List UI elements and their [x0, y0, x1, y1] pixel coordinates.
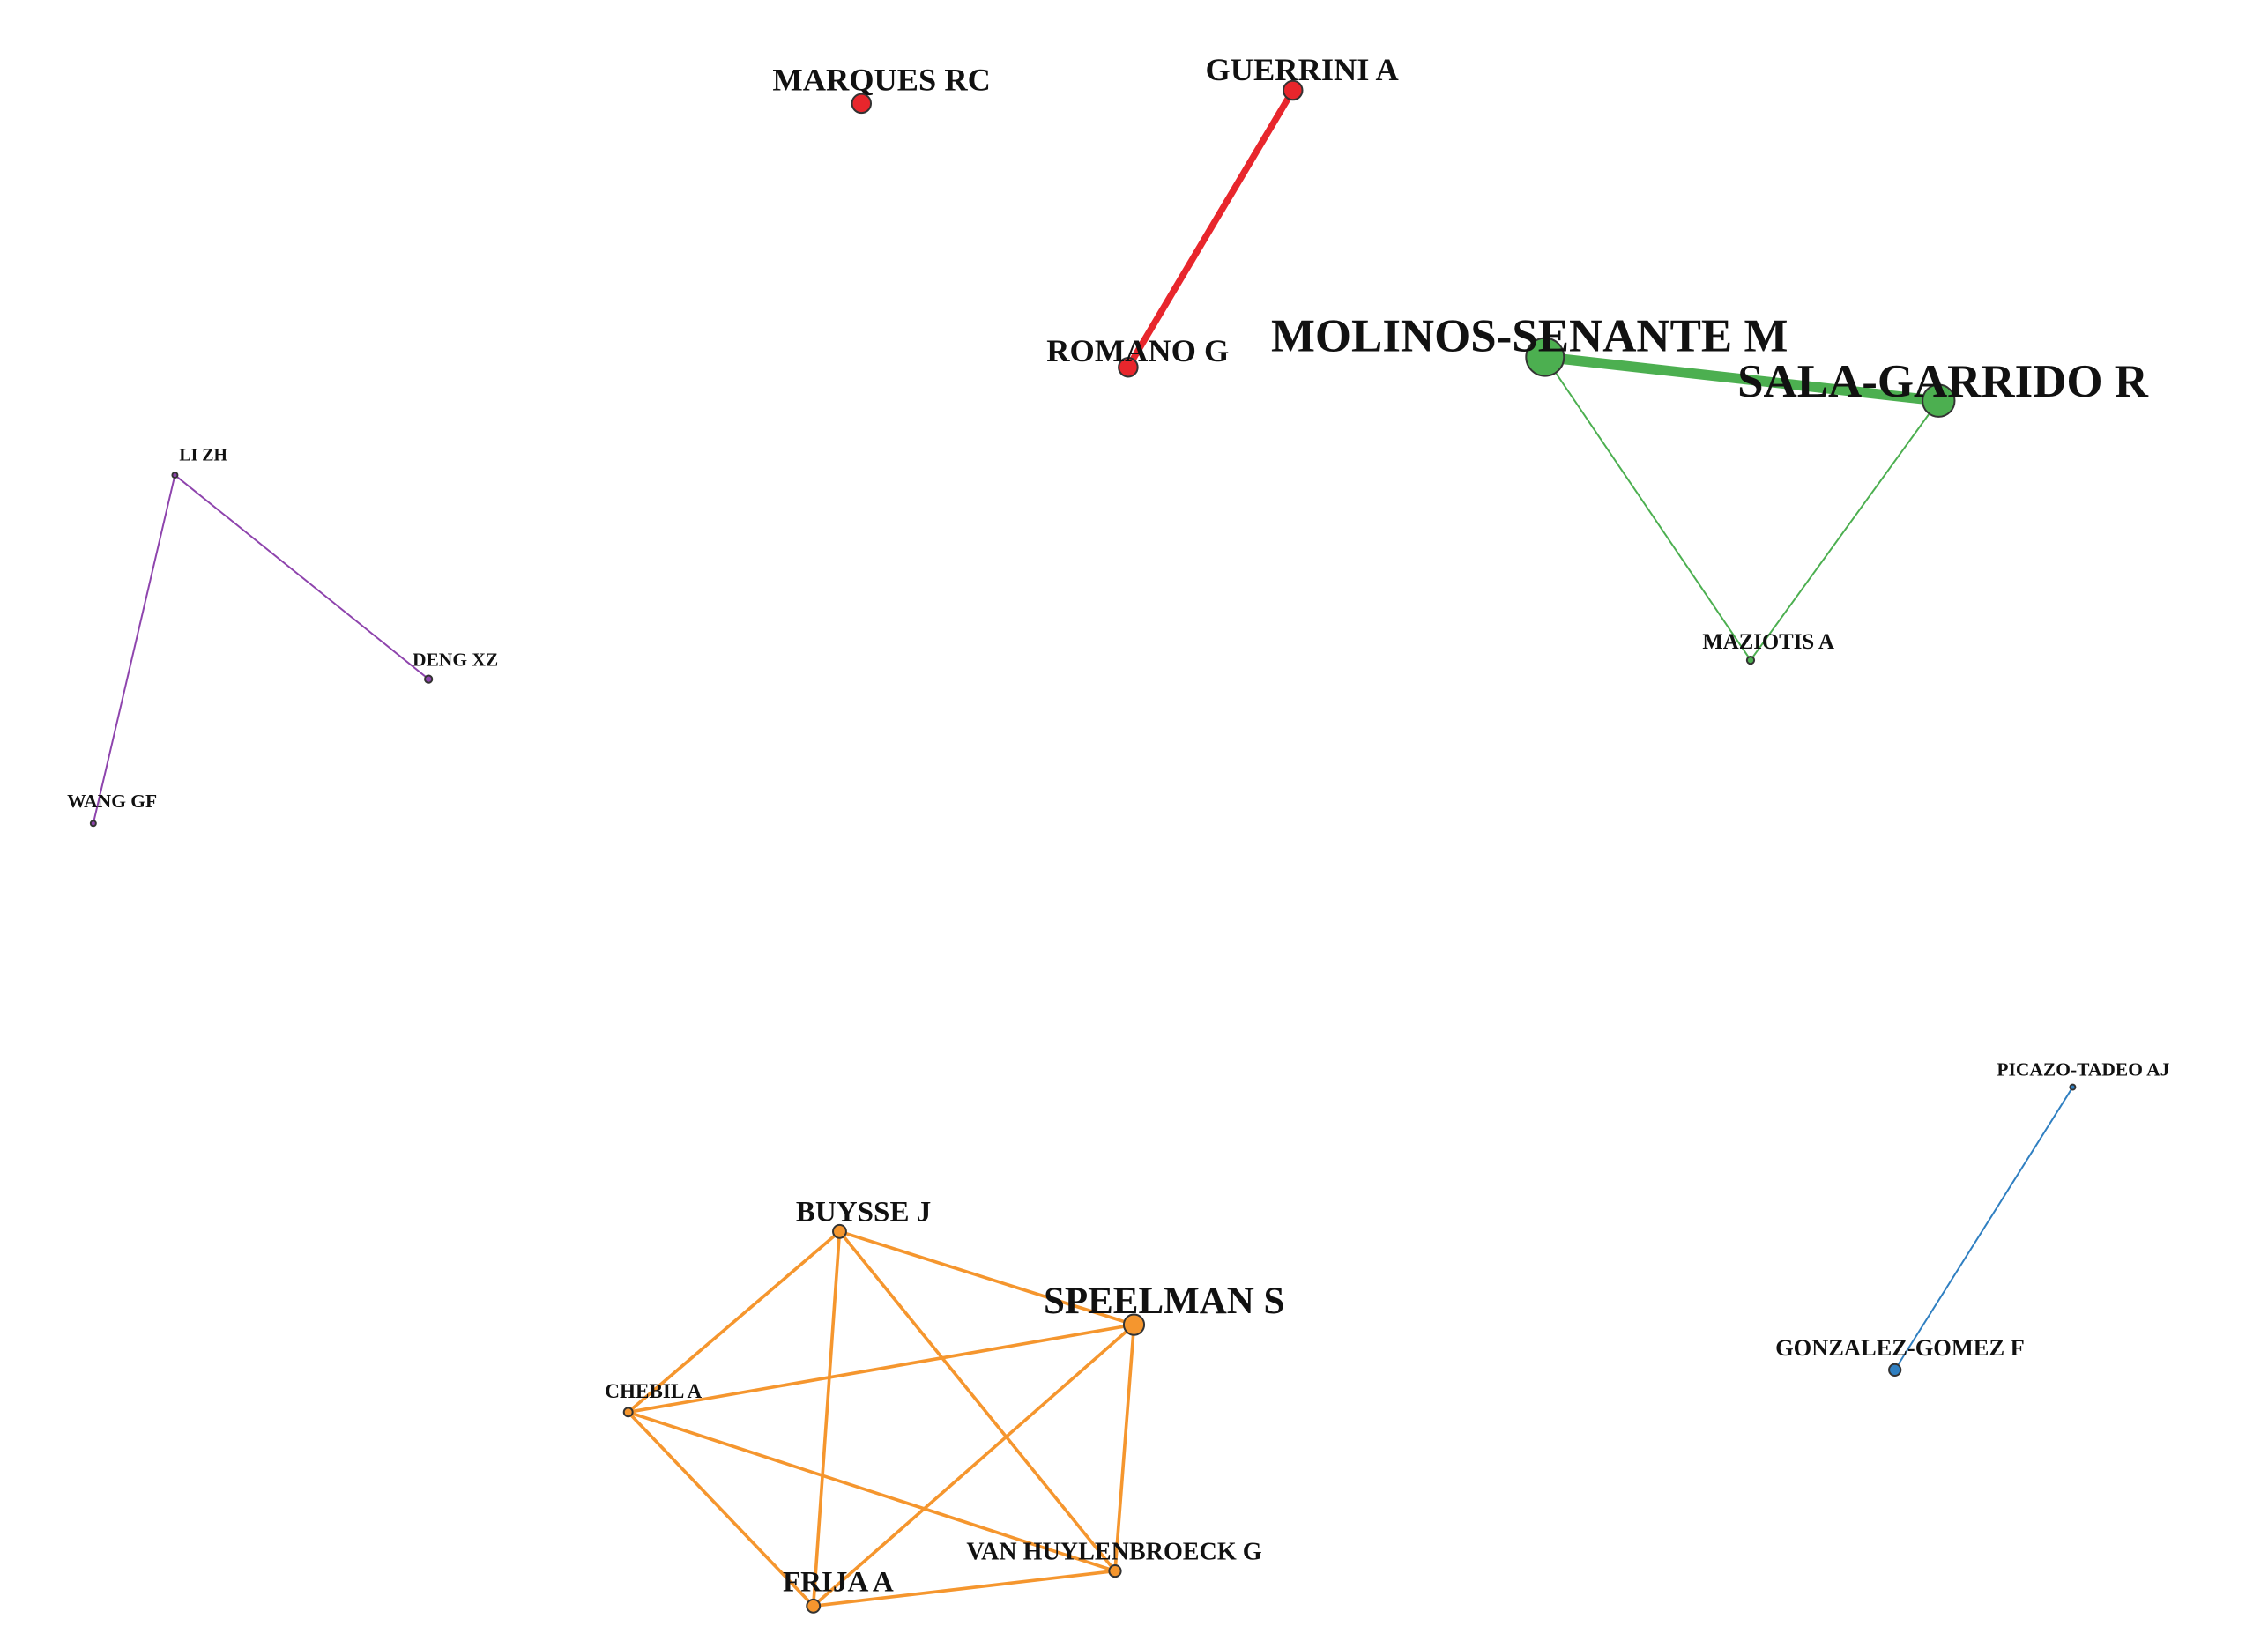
- node-marques: [851, 93, 873, 115]
- edge-picazo-gonzalez: [1893, 1086, 2074, 1371]
- node-label-molinos: MOLINOS-SENANTE M: [1271, 311, 1788, 362]
- node-marker-vanhuylen: [1108, 1563, 1122, 1578]
- node-maziotis: [1745, 655, 1756, 665]
- node-gonzalez: [1888, 1363, 1902, 1377]
- node-label-frija: FRIJA A: [783, 1567, 894, 1599]
- node-marker-speelman: [1122, 1313, 1146, 1336]
- node-label-maziotis: MAZIOTIS A: [1702, 630, 1834, 654]
- node-label-marques: MARQUES RC: [772, 63, 990, 98]
- node-lizh: [171, 472, 179, 479]
- node-buysse: [832, 1223, 847, 1239]
- edge-speelman-chebil: [626, 1323, 1136, 1415]
- edge-buysse-chebil: [626, 1229, 842, 1415]
- node-label-picazo: PICAZO-TADEO AJ: [1997, 1058, 2169, 1080]
- node-label-dengxz: DENG XZ: [413, 650, 498, 671]
- edge-lizh-wanggf: [92, 474, 176, 825]
- node-romano: [1118, 356, 1139, 378]
- edge-chebil-frija: [626, 1410, 815, 1608]
- node-wanggf: [89, 820, 97, 828]
- node-molinos: [1525, 337, 1565, 377]
- node-frija: [806, 1598, 822, 1614]
- node-label-guerrini: GUERRINI A: [1206, 52, 1399, 87]
- node-label-lizh: LI ZH: [179, 446, 227, 465]
- edges-layer: [92, 86, 2074, 1608]
- edge-sala-maziotis: [1749, 399, 1940, 662]
- node-sala: [1922, 383, 1956, 418]
- node-label-romano: ROMANO G: [1046, 333, 1229, 368]
- node-dengxz: [424, 674, 434, 684]
- node-label-wanggf: WANG GF: [67, 791, 157, 812]
- node-label-gonzalez: GONZALEZ-GOMEZ F: [1775, 1334, 2025, 1361]
- edge-molinos-sala: [1540, 352, 1945, 406]
- node-speelman: [1122, 1313, 1146, 1336]
- edge-chebil-vanhuylen: [626, 1410, 1117, 1573]
- edge-speelman-frija: [811, 1323, 1136, 1608]
- node-marker-sala: [1922, 383, 1956, 418]
- nodes-layer: [89, 79, 2077, 1614]
- node-label-speelman: SPEELMAN S: [1044, 1281, 1284, 1322]
- labels-layer: MARQUES RC GUERRINI A ROMANO G MOLINOS-SENA…: [67, 52, 2170, 1599]
- node-marker-maziotis: [1745, 655, 1756, 665]
- edge-guerrini-romano: [1125, 86, 1297, 371]
- edge-buysse-vanhuylen: [837, 1229, 1117, 1573]
- node-marker-molinos: [1525, 337, 1565, 377]
- node-marker-guerrini: [1282, 79, 1304, 101]
- edge-lizh-dengxz: [174, 474, 430, 680]
- node-marker-romano: [1118, 356, 1139, 378]
- node-marker-chebil: [622, 1407, 634, 1418]
- node-label-sala: SALA-GARRIDO R: [1737, 356, 2149, 407]
- node-chebil: [622, 1407, 634, 1418]
- node-label-vanhuylen: VAN HUYLENBROECK G: [966, 1538, 1261, 1565]
- edge-frija-vanhuylen: [811, 1569, 1117, 1608]
- node-marker-gonzalez: [1888, 1363, 1902, 1377]
- node-label-buysse: BUYSSE J: [796, 1197, 931, 1229]
- node-marker-dengxz: [424, 674, 434, 684]
- edge-buysse-speelman: [837, 1229, 1136, 1326]
- edge-molinos-maziotis: [1543, 356, 1751, 662]
- node-marker-lizh: [171, 472, 179, 479]
- edge-speelman-vanhuylen: [1113, 1323, 1136, 1573]
- node-guerrini: [1282, 79, 1304, 101]
- node-vanhuylen: [1108, 1563, 1122, 1578]
- node-marker-marques: [851, 93, 873, 115]
- node-marker-wanggf: [89, 820, 97, 828]
- node-marker-frija: [806, 1598, 822, 1614]
- node-label-chebil: CHEBIL A: [605, 1380, 702, 1403]
- node-marker-buysse: [832, 1223, 847, 1239]
- node-picazo: [2069, 1083, 2077, 1091]
- edge-buysse-frija: [811, 1229, 842, 1608]
- node-marker-picazo: [2069, 1083, 2077, 1091]
